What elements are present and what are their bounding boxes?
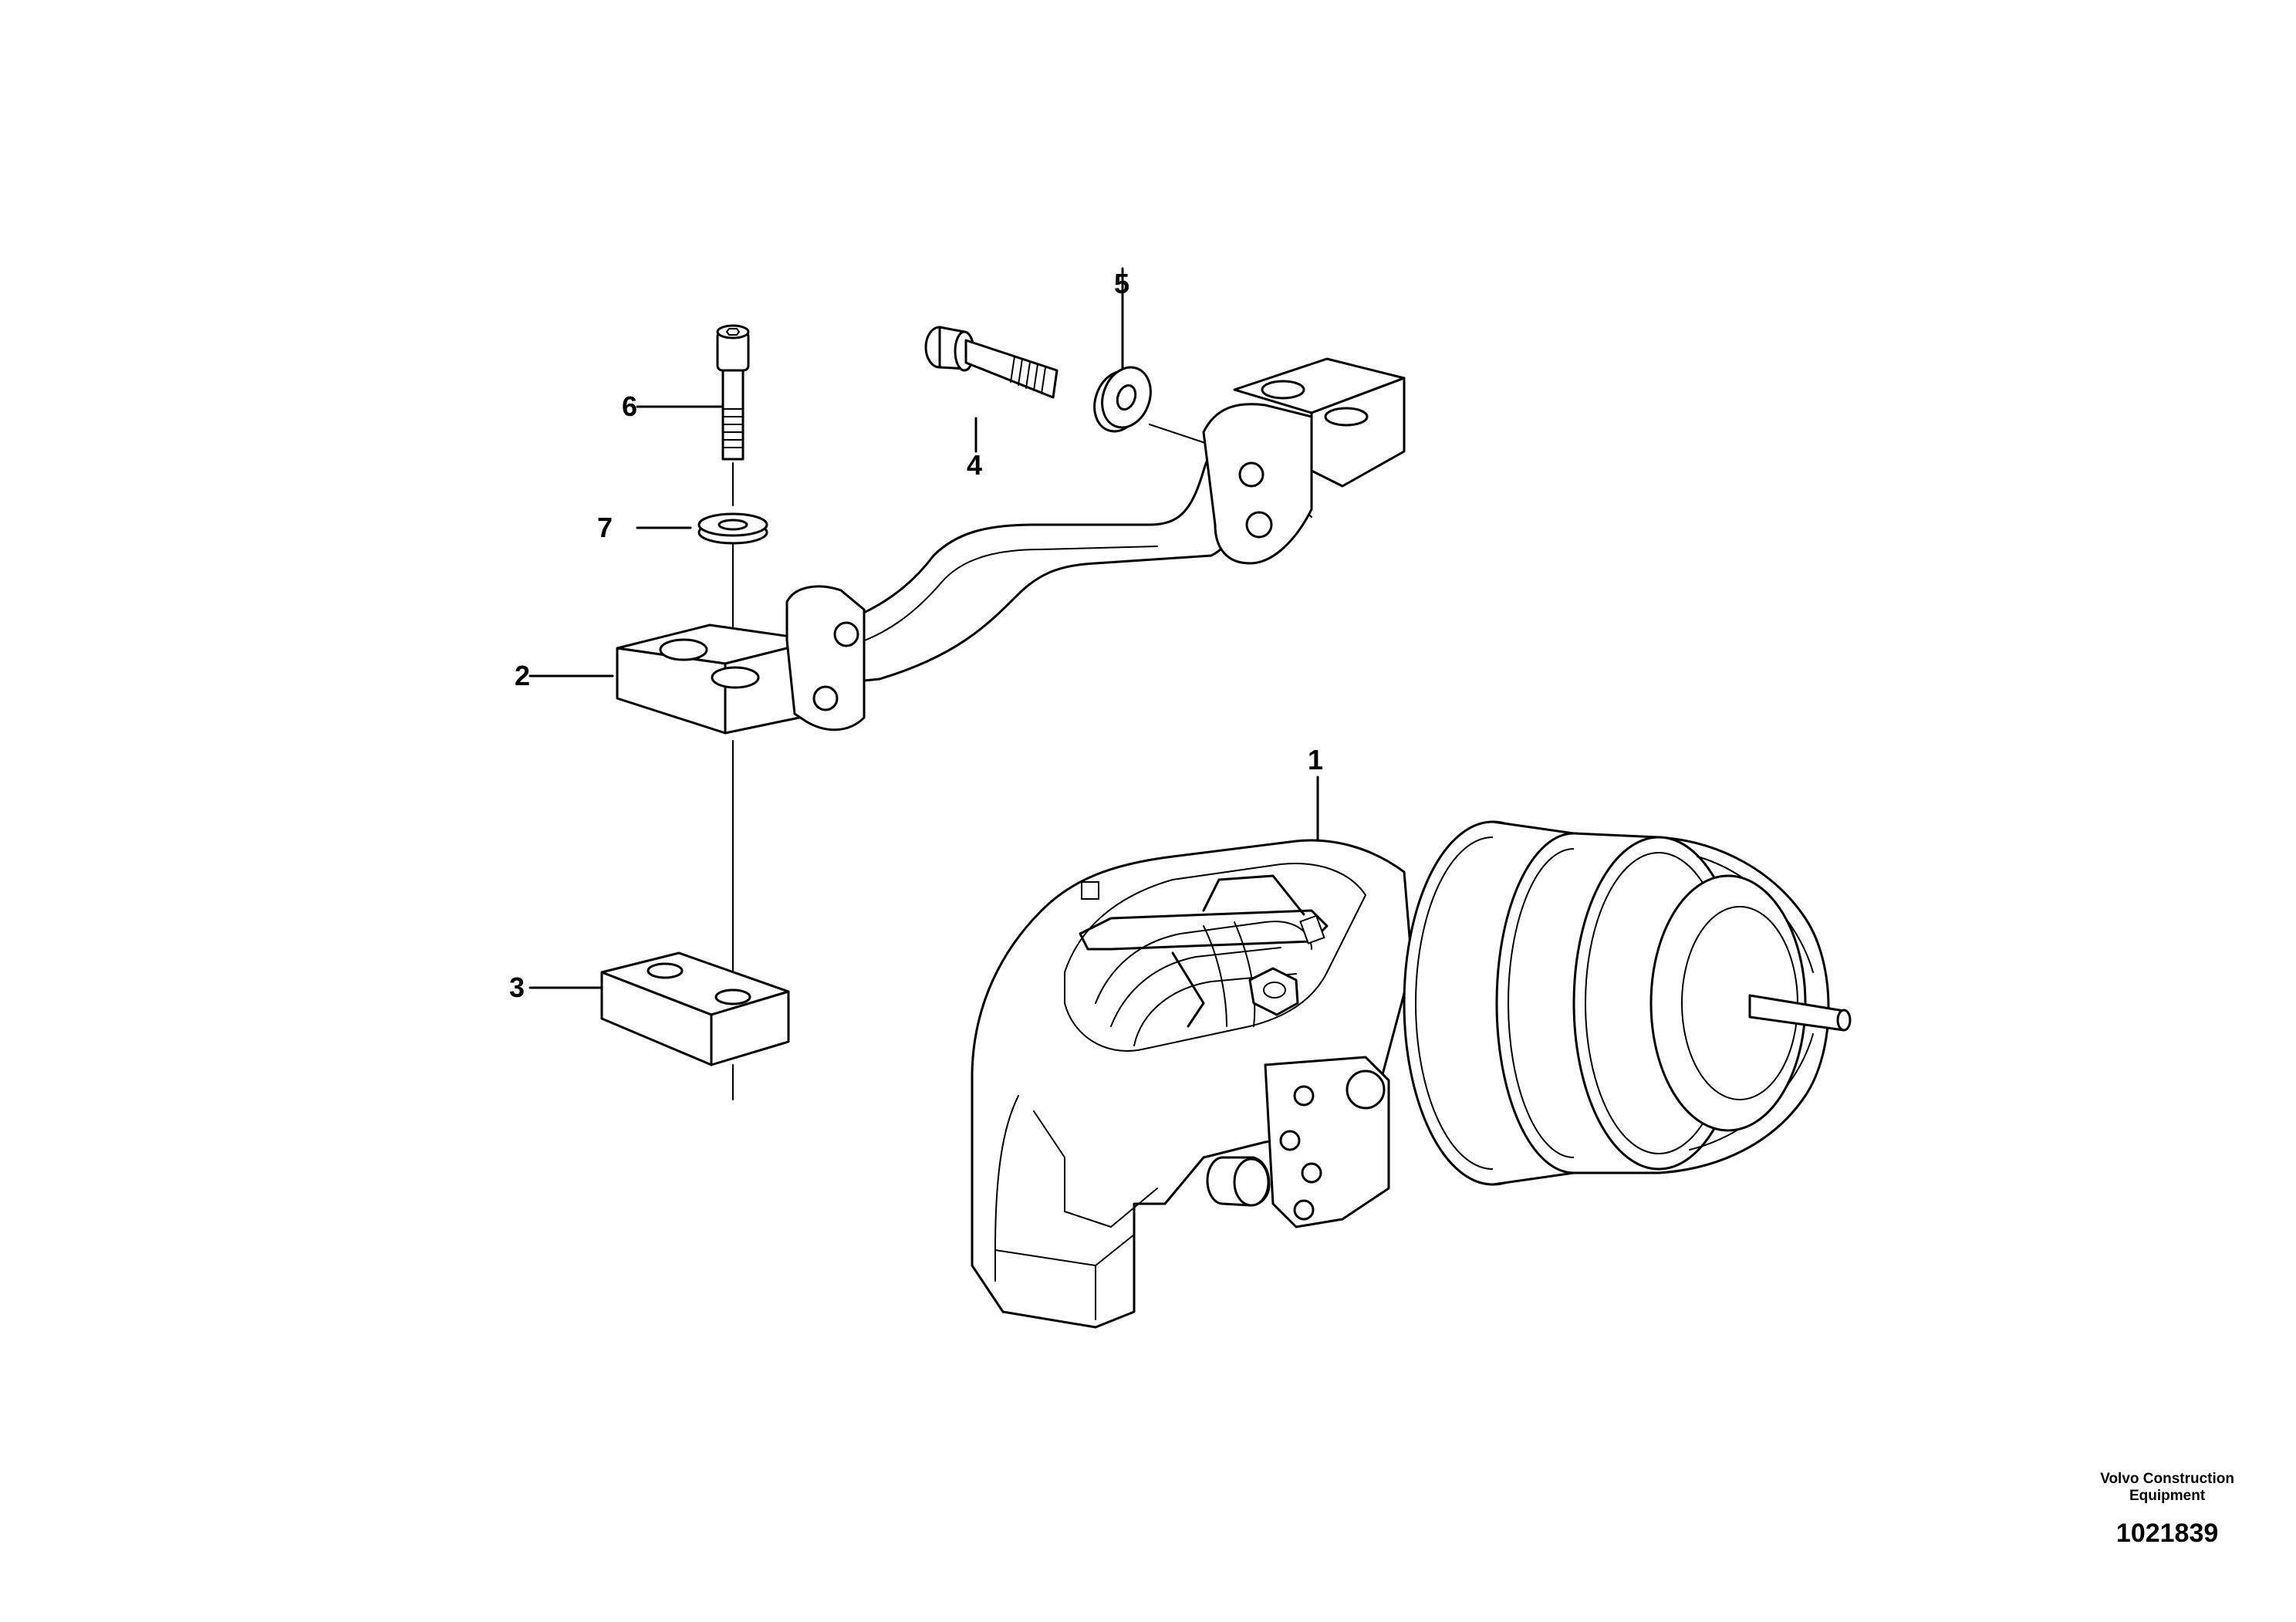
callout-4: 4 [967, 449, 983, 481]
brake-caliper-1 [971, 820, 1852, 1329]
brake-bracket-2 [616, 357, 1406, 735]
credit-company-line-1: Volvo Construction [2100, 1471, 2234, 1487]
callout-7: 7 [597, 512, 613, 543]
callout-2: 2 [515, 660, 531, 691]
publisher-credit: Volvo Construction Equipment 1021839 [2100, 1471, 2234, 1548]
bolt-4 [924, 326, 1059, 399]
callout-1: 1 [1308, 744, 1324, 776]
illustration-number: 1021839 [2115, 1519, 2219, 1548]
socket-head-screw-6 [716, 324, 750, 461]
washer-7 [697, 512, 768, 545]
callout-5: 5 [1114, 268, 1130, 299]
credit-company-line-2: Equipment [2129, 1488, 2206, 1504]
callout-6: 6 [622, 390, 638, 422]
washer-5 [1093, 366, 1152, 433]
callout-3: 3 [509, 972, 525, 1003]
spacer-block-3 [600, 951, 790, 1066]
